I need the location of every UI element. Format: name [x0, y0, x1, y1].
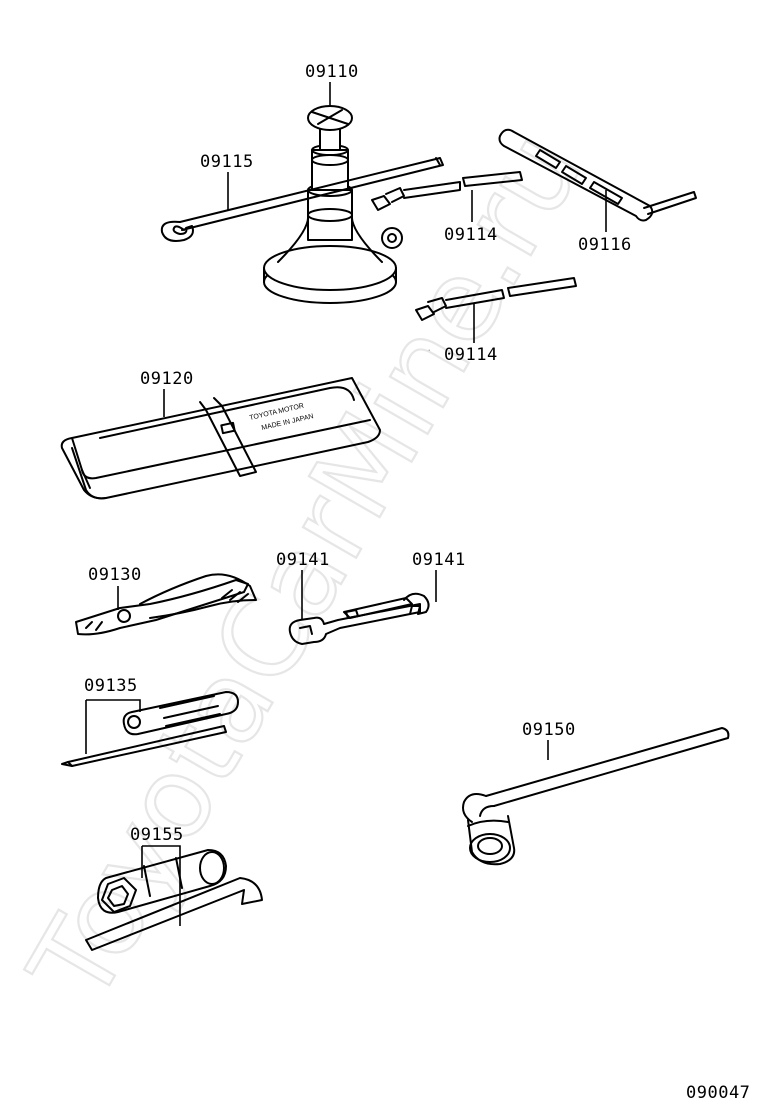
label-extension-bar-lower: 09114: [444, 345, 498, 365]
screwdriver-drawing[interactable]: [61, 691, 239, 767]
plug-wrench-drawing[interactable]: [85, 849, 263, 951]
label-wheel-nut-wrench: 09150: [522, 720, 576, 740]
label-jack-handle: 09115: [200, 152, 254, 172]
leader-plug-wrench: [141, 845, 181, 926]
extension-bar-upper-drawing[interactable]: [371, 171, 523, 211]
label-screwdriver: 09135: [84, 676, 138, 696]
leader-screwdriver: [85, 699, 141, 754]
stray-mark: ·: [428, 347, 430, 354]
wrenches-drawing[interactable]: [288, 592, 430, 645]
jack-handle-drawing[interactable]: [160, 157, 444, 242]
jack-drawing[interactable]: [263, 105, 403, 304]
label-plug-wrench: 09155: [130, 825, 184, 845]
pliers-drawing[interactable]: [75, 573, 257, 636]
label-handle-lever: 09116: [578, 235, 632, 255]
wheel-nut-wrench-drawing[interactable]: [462, 727, 730, 866]
label-wrench-right: 09141: [412, 550, 466, 570]
label-jack: 09110: [305, 62, 359, 82]
tool-bag-drawing[interactable]: [60, 377, 381, 500]
label-wrench-left: 09141: [276, 550, 330, 570]
extension-bar-lower-drawing[interactable]: [415, 277, 577, 321]
diagram-code: 090047: [686, 1083, 750, 1103]
label-pliers: 09130: [88, 565, 142, 585]
label-extension-bar-upper: 09114: [444, 225, 498, 245]
handle-lever-drawing[interactable]: [498, 128, 697, 222]
label-tool-bag: 09120: [140, 369, 194, 389]
